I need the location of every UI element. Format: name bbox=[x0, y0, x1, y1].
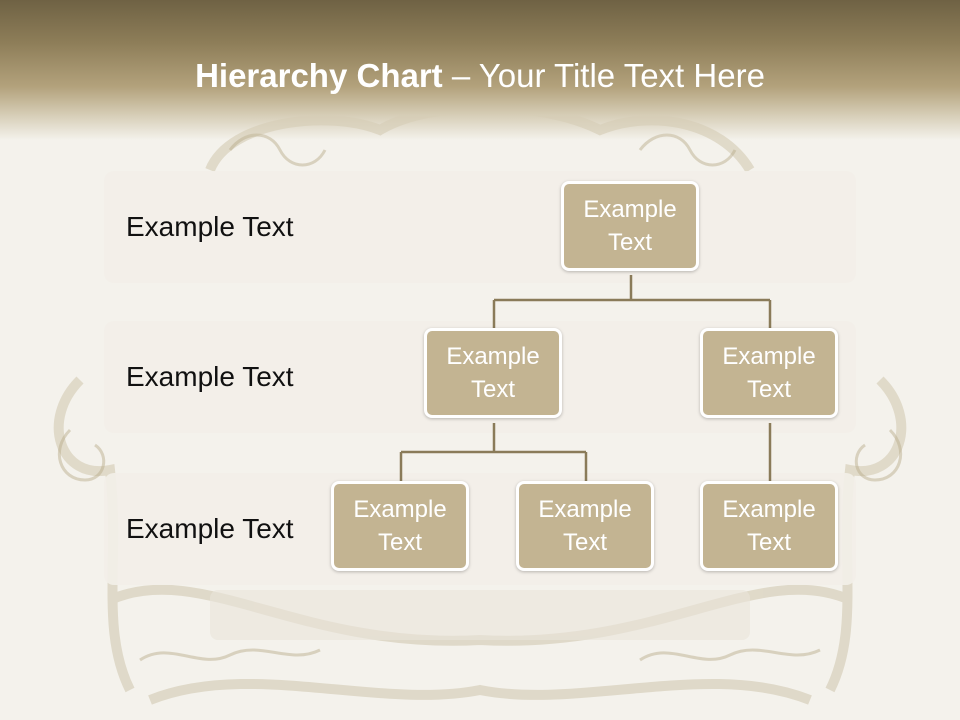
row-label-2: Example Text bbox=[126, 361, 294, 392]
row-label-3: Example Text bbox=[126, 513, 294, 544]
title-band bbox=[0, 0, 960, 140]
node-level3-c: Example Text bbox=[700, 481, 838, 571]
title-bold-part: Hierarchy Chart bbox=[195, 57, 443, 94]
title-rest-part: – Your Title Text Here bbox=[442, 57, 765, 94]
node-level3-b: Example Text bbox=[516, 481, 654, 571]
node-level2-left: Example Text bbox=[424, 328, 562, 418]
row-label-1: Example Text bbox=[126, 211, 294, 242]
row-band-1: Example Text bbox=[104, 171, 856, 283]
node-level2-right: Example Text bbox=[700, 328, 838, 418]
slide-title: Hierarchy Chart – Your Title Text Here bbox=[0, 54, 960, 98]
node-level3-a: Example Text bbox=[331, 481, 469, 571]
node-root: Example Text bbox=[561, 181, 699, 271]
